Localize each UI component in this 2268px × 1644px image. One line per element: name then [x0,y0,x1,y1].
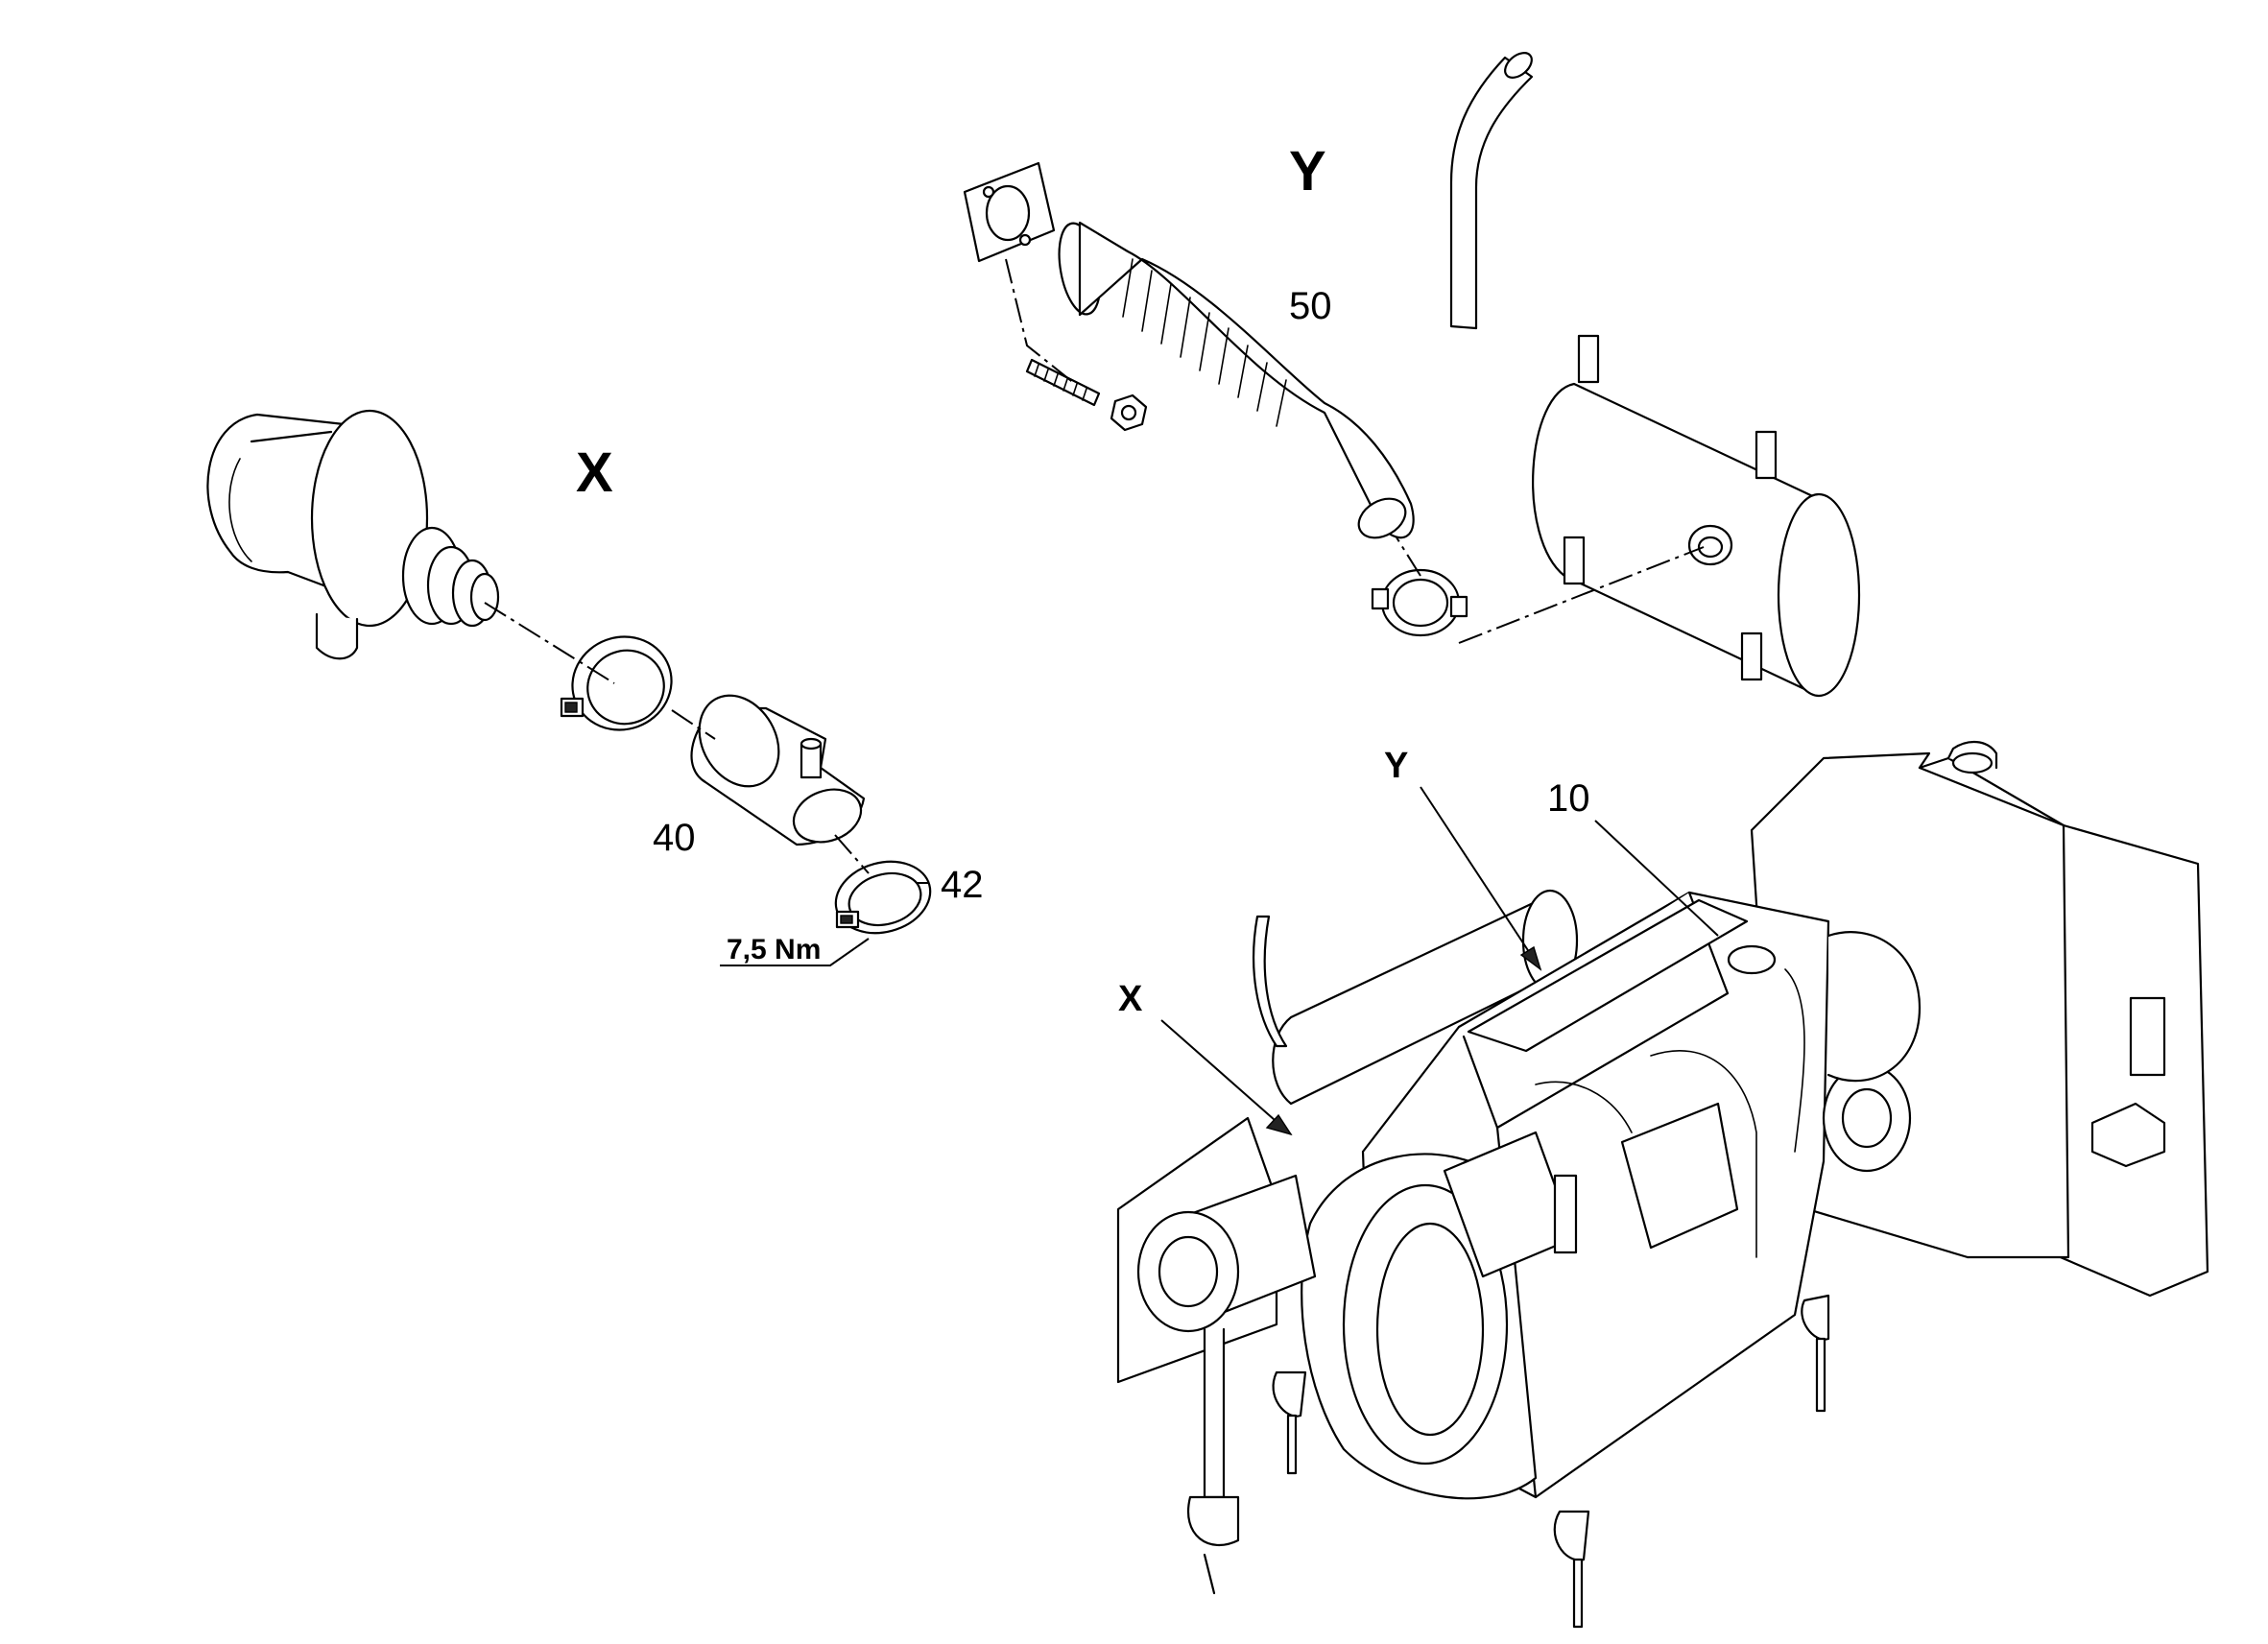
air-filter [206,409,500,660]
leader-engine-10 [1594,820,1719,937]
hose-clamp-lower [834,860,932,935]
exhaust-flex-pipe [1058,221,1415,539]
section-label-y: Y [1289,140,1326,203]
engine-assembly [1116,741,2209,1629]
stud-and-nut [1025,358,1148,432]
torque-label: 7,5 Nm [727,934,821,965]
exhaust-flange [963,161,1056,263]
intake-elbow [690,694,866,846]
callout-engine: 10 [1547,777,1590,820]
leader-engine-y [1420,786,1541,970]
muffler [1449,52,1861,698]
callout-exhaust-pipe: 50 [1289,285,1332,327]
callout-hose-clamp: 42 [941,864,984,906]
x-center-line [484,602,870,874]
hose-clamp-upper [560,635,673,731]
y-center-line [1005,258,1705,644]
leader-engine-x [1160,1019,1292,1135]
engine-label-y: Y [1384,746,1408,786]
engine-label-x: X [1118,979,1143,1019]
leader-torque [720,938,870,966]
exhaust-clamp [1371,568,1468,637]
callout-intake-elbow: 40 [653,817,696,859]
section-label-x: X [576,441,613,504]
